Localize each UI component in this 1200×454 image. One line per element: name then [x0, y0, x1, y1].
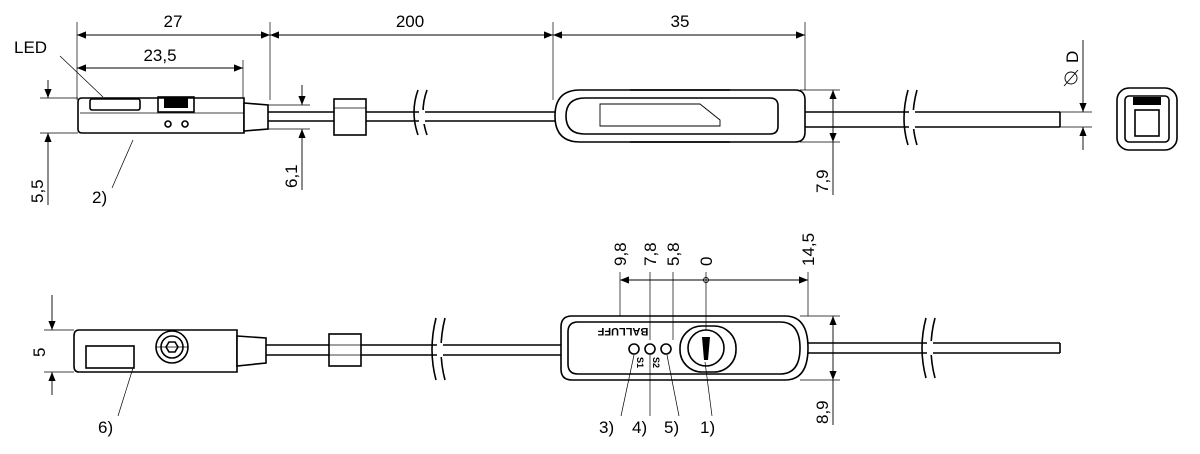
sensor-end-view [1116, 87, 1178, 151]
sensor-face-6 [85, 345, 135, 369]
brand-logo: BALLUFF [597, 325, 648, 337]
hole-1 [164, 120, 172, 128]
dimension-6-1: 6,1 [282, 164, 301, 188]
end-view-window [1134, 109, 1160, 137]
diameter-symbol [1064, 71, 1078, 85]
amplifier-housing [554, 89, 806, 143]
mark-s2: S2 [651, 357, 661, 368]
dimension-9-8: 9,8 [611, 242, 630, 266]
ref-2-label: 2) [92, 188, 107, 207]
led-window [89, 98, 141, 111]
ref-4-label: 4) [632, 418, 647, 437]
dimension-8-9: 8,9 [813, 400, 832, 424]
break-gap [909, 110, 915, 129]
break-mark [921, 317, 927, 379]
ref-1-leader [704, 361, 713, 417]
led-label: LED [14, 38, 47, 57]
break-gap [927, 341, 933, 355]
teach-button-recess [679, 325, 737, 373]
ref-3-leader [620, 354, 635, 417]
ref-5-label: 5) [664, 418, 679, 437]
led-power [660, 343, 672, 355]
sensor-head-top [73, 329, 238, 373]
dimension-5: 5 [30, 348, 49, 357]
dimension-5-8: 5,8 [664, 242, 683, 266]
clamp-screw [164, 98, 188, 108]
amplifier-window [599, 103, 721, 127]
top-view: 5 6) BALLUFF S1 S2 [30, 233, 1061, 437]
sensor-gland-top [236, 335, 267, 367]
teach-button-pointer [702, 337, 710, 360]
end-view-inner [1124, 95, 1170, 143]
sensor-head [77, 97, 245, 134]
dimension-27: 27 [164, 12, 183, 31]
cable-sleeve-top [328, 333, 362, 367]
dimension-23-5: 23,5 [143, 46, 176, 65]
ref-3-label: 3) [599, 418, 614, 437]
origin-point [703, 277, 709, 283]
break-mark [903, 89, 909, 146]
led-leader [59, 55, 104, 98]
ref-5-leader [666, 354, 680, 417]
ref-1-label: 1) [700, 418, 715, 437]
dimension-200: 200 [396, 12, 424, 31]
dimension-14-5: 14,5 [799, 233, 818, 266]
mark-s1: S1 [635, 357, 645, 368]
break-gap [419, 110, 425, 124]
diameter-symbol [1063, 69, 1079, 87]
break-mark [413, 89, 419, 136]
amplifier-top [560, 315, 809, 381]
break-gap [437, 343, 443, 357]
ref-2-leader [111, 139, 134, 189]
end-view-clamp [1133, 97, 1161, 105]
dimension-7-8: 7,8 [641, 242, 660, 266]
cable-sleeve [333, 98, 367, 136]
led-s1 [628, 343, 640, 355]
ref-6-leader [117, 367, 134, 417]
dimension-5-5: 5,5 [28, 179, 47, 203]
clamp-screw-housing [157, 96, 195, 113]
break-mark [431, 317, 437, 381]
ref-6-label: 6) [98, 418, 113, 437]
sensor-cable-gland [243, 102, 269, 132]
dimension-d: D [1063, 51, 1082, 63]
amplifier-inner-outline [565, 97, 779, 135]
dimension-7-9: 7,9 [813, 169, 832, 193]
dimension-0: 0 [697, 257, 716, 266]
dimension-35: 35 [671, 12, 690, 31]
led-s2 [644, 343, 656, 355]
amplifier-top-inner [567, 321, 801, 375]
hole-2 [181, 120, 189, 128]
side-view: 27 200 35 23,5 LED 5,5 2) [14, 12, 1178, 207]
